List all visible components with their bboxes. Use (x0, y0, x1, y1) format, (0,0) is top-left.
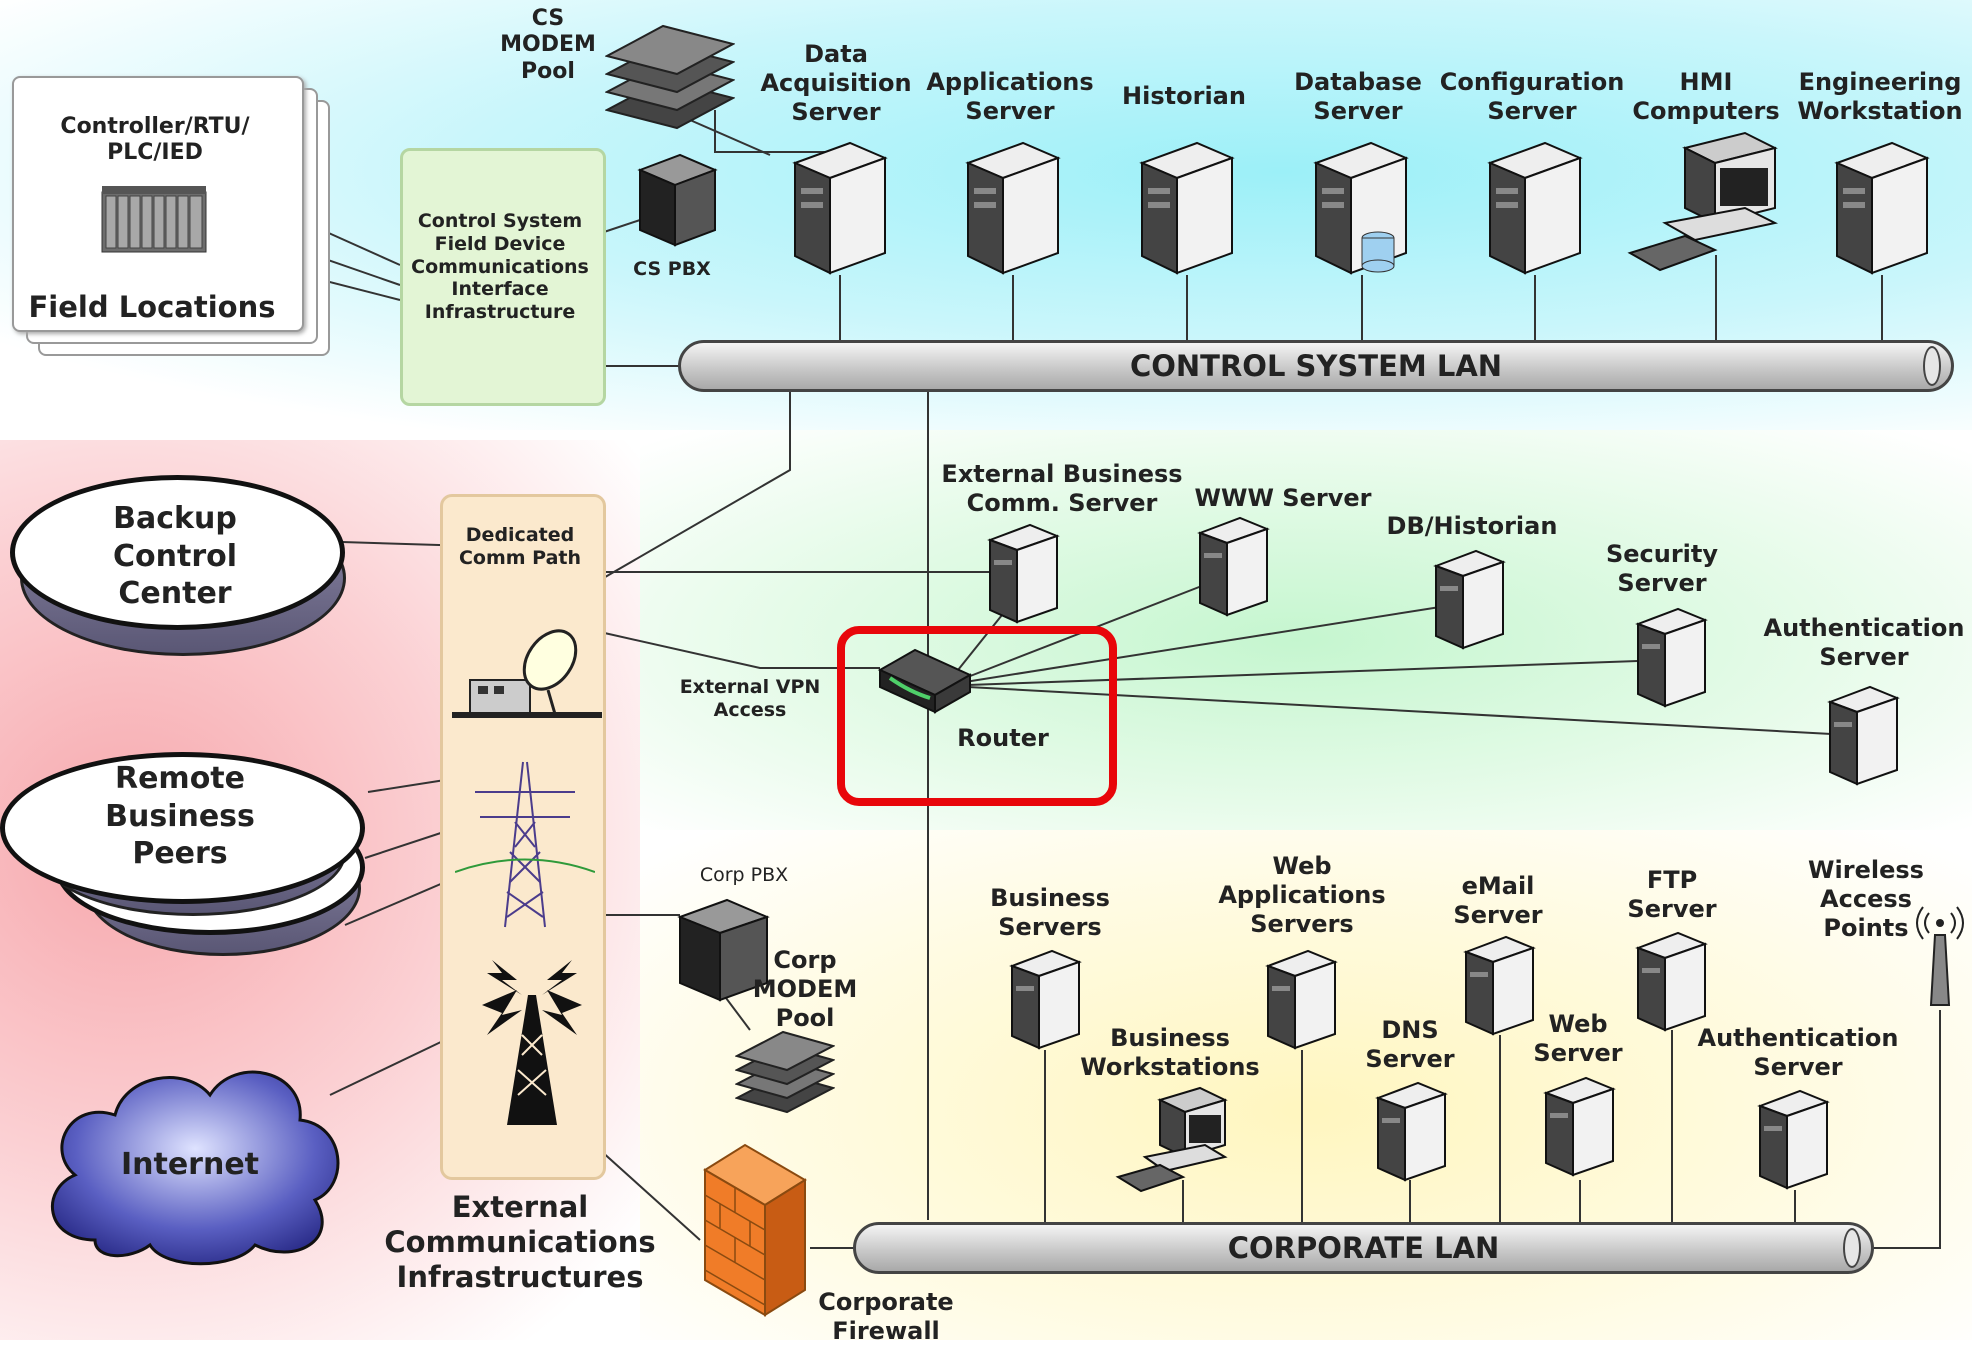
field-device-label: Controller/RTU/ PLC/IED (60, 114, 250, 166)
server-icon (1197, 516, 1270, 617)
business-servers-label: Business Servers (990, 884, 1110, 941)
hmi-computers-label: HMI Computers (1632, 68, 1780, 125)
server-icon (1487, 141, 1583, 275)
server-icon (965, 141, 1061, 275)
server-icon (1375, 1081, 1448, 1182)
db-historian-label: DB/Historian (1386, 512, 1558, 540)
database-server-icon (1313, 141, 1409, 275)
remote-business-peers-label: Remote Business Peers (105, 761, 255, 871)
server-icon (1543, 1076, 1616, 1177)
external-business-comm-server-label: External Business Comm. Server (941, 460, 1183, 517)
email-server-label: eMail Server (1453, 872, 1543, 929)
wireless-antenna-icon (1916, 906, 1964, 1006)
pipe-end (1923, 346, 1941, 386)
applications-server-label: Applications Server (926, 68, 1094, 125)
cs-modem-pool-label: CS MODEM Pool (500, 6, 596, 84)
remote-business-peers (0, 752, 365, 904)
corporate-lan: CORPORATE LAN (853, 1222, 1874, 1274)
firewall-icon (703, 1143, 807, 1317)
web-server-label: Web Server (1533, 1010, 1623, 1067)
server-icon (1139, 141, 1235, 275)
server-icon (1463, 935, 1536, 1036)
workstation-icon (1115, 1086, 1228, 1193)
engineering-workstation-label: Engineering Workstation (1797, 68, 1963, 125)
internet-cloud-icon (50, 1070, 340, 1266)
corp-modem-pool-label: Corp MODEM Pool (752, 946, 858, 1032)
satellite-dish-icon (452, 629, 602, 718)
server-icon (1265, 949, 1338, 1050)
data-acquisition-server-label: Data Acquisition Server (760, 40, 912, 126)
dmz-authentication-server-label: Authentication Server (1763, 614, 1965, 671)
control-system-lan-label: CONTROL SYSTEM LAN (1129, 349, 1503, 383)
backup-control-center (10, 475, 345, 630)
corp-authentication-server-label: Authentication Server (1697, 1024, 1899, 1081)
control-system-lan: CONTROL SYSTEM LAN (678, 340, 1954, 392)
wireless-access-points-label: Wireless Access Points (1808, 856, 1924, 942)
server-icon (1009, 949, 1082, 1050)
corp-pbx-label: Corp PBX (699, 864, 789, 886)
ftp-server-label: FTP Server (1627, 866, 1717, 923)
router-label: Router (957, 724, 1049, 752)
web-applications-servers-label: Web Applications Servers (1218, 852, 1386, 938)
server-icon (987, 523, 1060, 624)
server-icon (1635, 607, 1708, 708)
business-workstations-label: Business Workstations (1080, 1024, 1260, 1081)
radio-tower-icon (482, 960, 582, 1125)
pipe-end (1843, 1228, 1861, 1268)
security-server-label: Security Server (1605, 540, 1719, 597)
corporate-lan-label: CORPORATE LAN (1227, 1231, 1500, 1265)
database-server-label: Database Server (1294, 68, 1422, 125)
cs-interface-label: Control System Field Device Communicatio… (411, 210, 589, 324)
server-icon (1433, 549, 1506, 650)
external-vpn-access-label: External VPN Access (679, 676, 821, 721)
server-icon (1757, 1089, 1830, 1190)
cs-interface-box (400, 148, 606, 406)
server-icon (1635, 931, 1708, 1032)
router-highlight-box (837, 626, 1117, 806)
pbx-icon (637, 153, 718, 247)
external-comms-title: External Communications Infrastructures (384, 1190, 656, 1294)
corporate-firewall-label: Corporate Firewall (818, 1288, 954, 1345)
field-locations-title: Field Locations (28, 290, 276, 324)
server-icon (1827, 685, 1900, 786)
modem-pool-icon (735, 1030, 835, 1114)
www-server-label: WWW Server (1194, 484, 1372, 512)
hmi-computer-icon (1627, 131, 1779, 272)
dns-server-label: DNS Server (1365, 1016, 1455, 1073)
modem-pool-icon (605, 24, 735, 130)
server-icon (1834, 141, 1930, 275)
server-icon (792, 141, 888, 275)
router-icon (877, 648, 973, 714)
configuration-server-label: Configuration Server (1439, 68, 1625, 125)
backup-control-center-label: Backup Control Center (112, 501, 238, 611)
power-tower-icon (455, 761, 595, 928)
historian-label: Historian (1122, 82, 1246, 110)
internet-label: Internet (120, 1147, 260, 1182)
plc-rack-icon (101, 186, 207, 253)
dedicated-comm-path-label: Dedicated Comm Path (458, 524, 582, 569)
cs-pbx-label: CS PBX (633, 258, 711, 280)
pbx-icon (677, 898, 770, 1002)
